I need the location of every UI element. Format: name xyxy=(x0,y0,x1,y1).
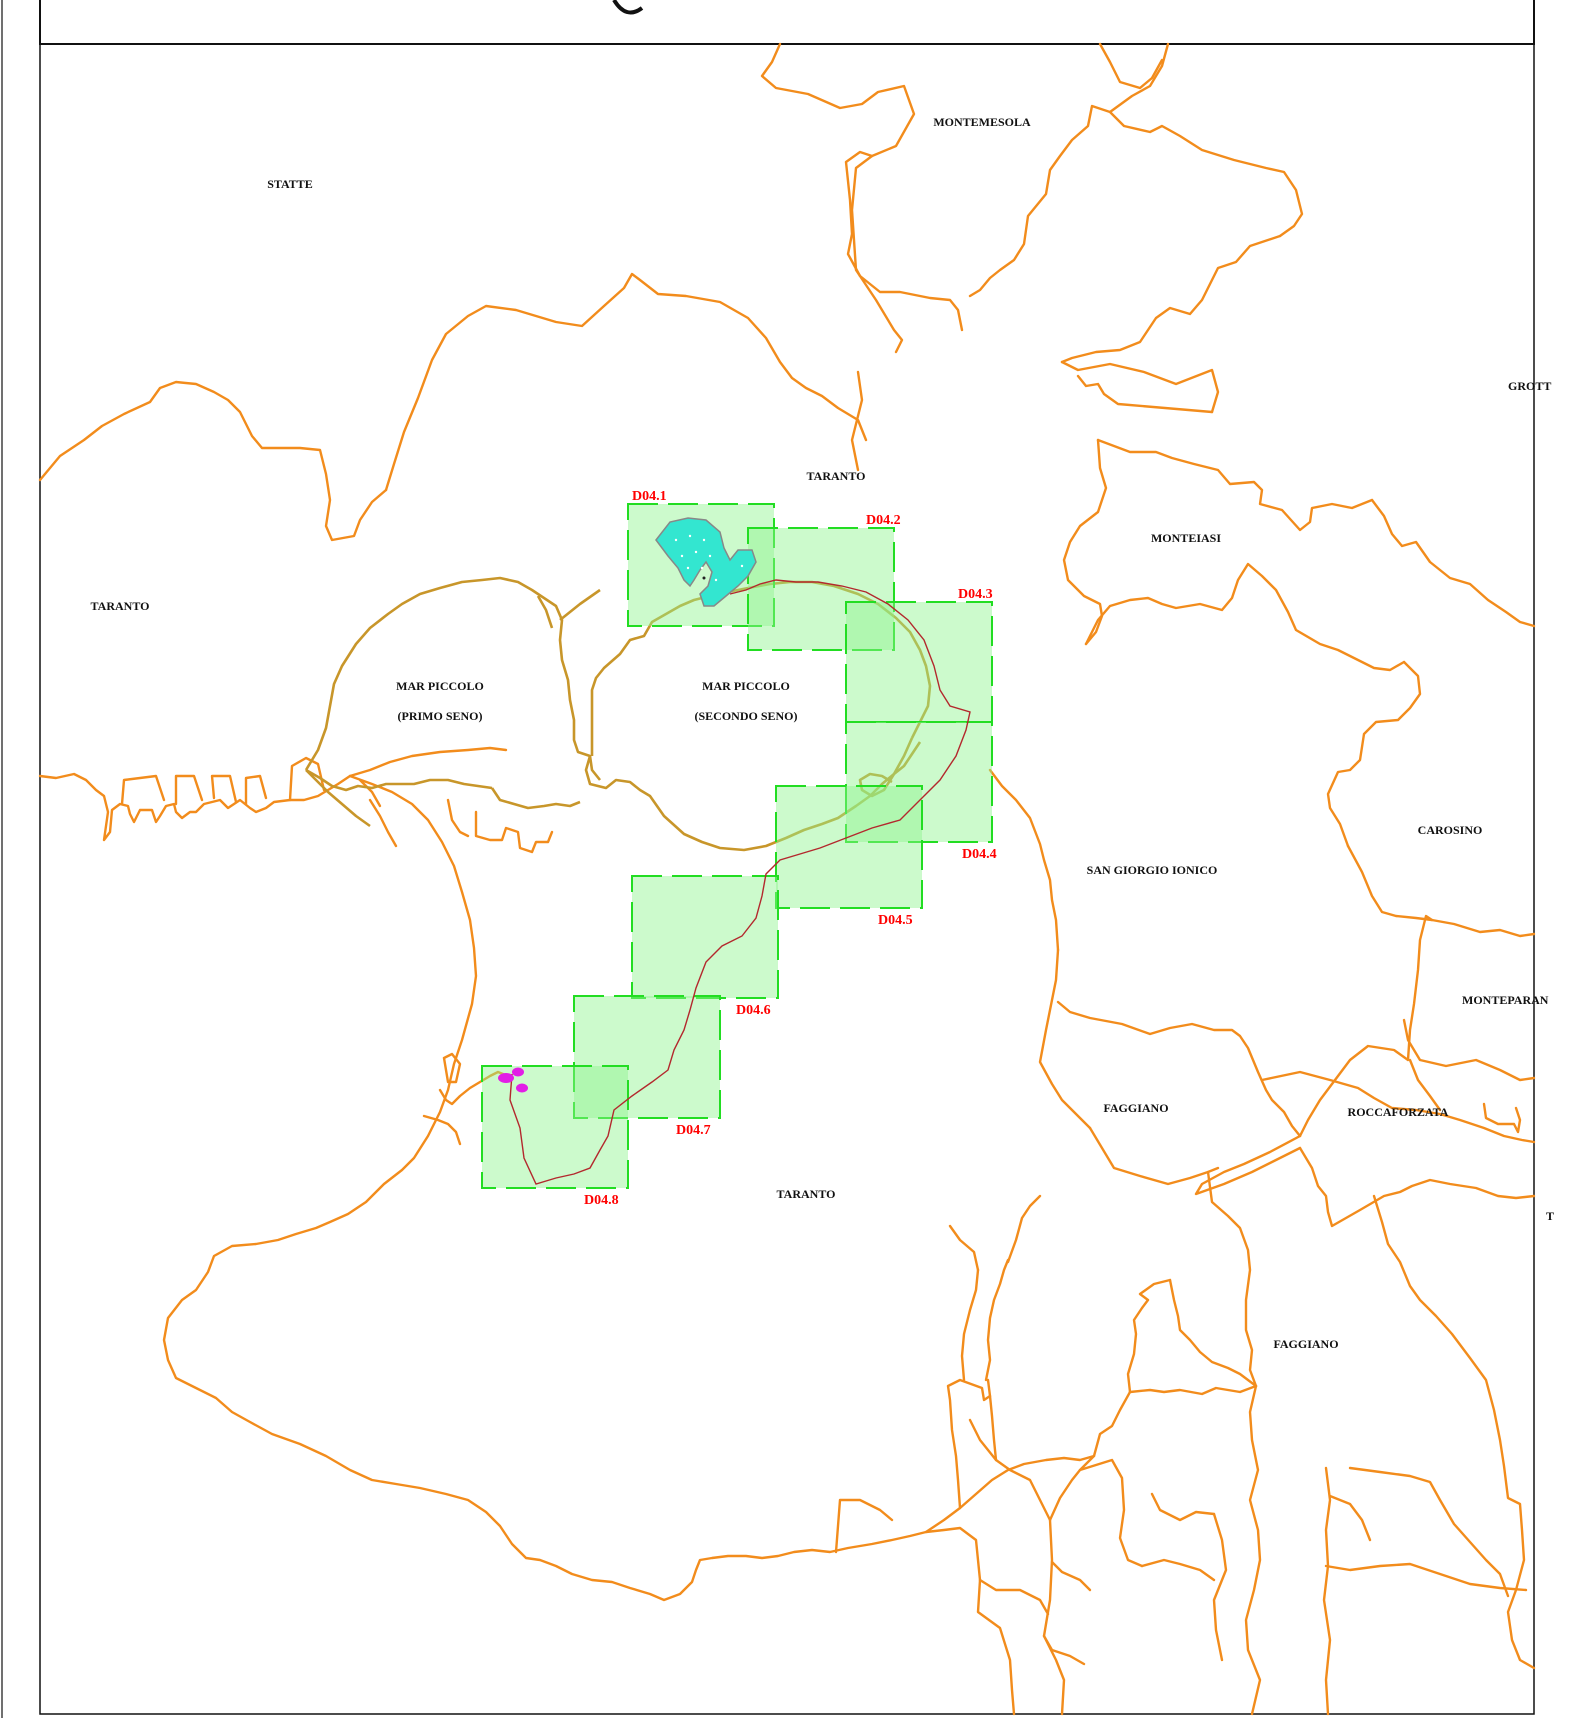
label-montemesola: MONTEMESOLA xyxy=(933,115,1031,129)
mar-piccolo-coastline xyxy=(304,576,932,852)
basin-feature xyxy=(655,517,757,607)
sheet-tile-d04-4 xyxy=(845,721,993,843)
sheet-tile-d04-8 xyxy=(481,1065,629,1189)
route-line xyxy=(509,579,971,1185)
municipal-boundaries xyxy=(38,42,1536,1716)
sheet-tile-d04-6 xyxy=(631,875,779,999)
sheet-label-d04-3: D04.3 xyxy=(958,587,993,602)
label-faggiano-north: FAGGIANO xyxy=(1103,1101,1168,1115)
label-faggiano-south: FAGGIANO xyxy=(1273,1337,1338,1351)
sheet-label-d04-1: D04.1 xyxy=(632,489,667,504)
sheet-tile-d04-7 xyxy=(573,995,721,1119)
sheet-tile-d04-3 xyxy=(845,601,993,723)
sheet-tile-d04-2 xyxy=(747,527,895,651)
label-grottaglie: GROTT xyxy=(1508,379,1551,393)
label-mar-piccolo-secondo-line1: MAR PICCOLO xyxy=(702,679,790,693)
label-taranto-west: TARANTO xyxy=(91,599,150,613)
label-taranto-north: TARANTO xyxy=(807,469,866,483)
label-carosino: CAROSINO xyxy=(1418,823,1483,837)
sheet-label-d04-8: D04.8 xyxy=(584,1193,619,1208)
magenta-markers xyxy=(498,1067,528,1093)
sheet-labels: D04.1 D04.2 D04.3 D04.4 D04.5 D04.6 D04.… xyxy=(584,489,997,1208)
label-monteiasi: MONTEIASI xyxy=(1151,531,1221,545)
label-mar-piccolo-primo-line2: (PRIMO SENO) xyxy=(398,709,483,723)
title-box xyxy=(39,0,1535,45)
sheet-label-d04-4: D04.4 xyxy=(962,847,997,862)
label-statte: STATTE xyxy=(267,177,313,191)
sheet-tiles xyxy=(481,503,993,1189)
sheet-label-d04-2: D04.2 xyxy=(866,513,901,528)
sheet-label-d04-5: D04.5 xyxy=(878,913,913,928)
sheet-label-d04-7: D04.7 xyxy=(676,1123,711,1138)
place-labels: STATTE MONTEMESOLA TARANTO TARANTO TARAN… xyxy=(91,115,1554,1351)
title-fragment xyxy=(612,0,644,15)
label-san-giorgio-ionico: SAN GIORGIO IONICO xyxy=(1087,863,1218,877)
label-mar-piccolo-primo-line1: MAR PICCOLO xyxy=(396,679,484,693)
label-taranto-south: TARANTO xyxy=(777,1187,836,1201)
label-monteparano: MONTEPARAN xyxy=(1462,993,1549,1007)
label-t-cut: T xyxy=(1546,1209,1554,1223)
label-roccaforzata: ROCCAFORZATA xyxy=(1348,1105,1449,1119)
sheet-label-d04-6: D04.6 xyxy=(736,1003,771,1018)
sheet-tile-d04-5 xyxy=(775,785,923,909)
label-mar-piccolo-secondo-line2: (SECONDO SENO) xyxy=(694,709,797,723)
